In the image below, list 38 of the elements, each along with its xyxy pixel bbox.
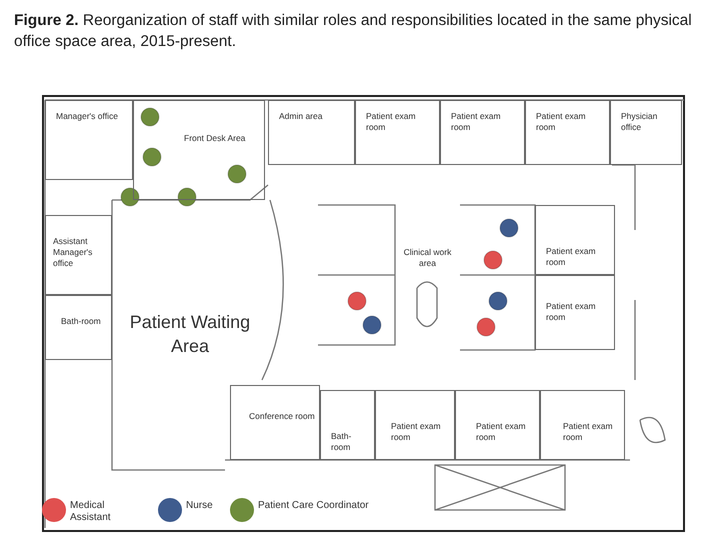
room-label: Assistant Manager's office [53,236,94,269]
room [525,100,610,165]
room-label: Bath-room [331,431,352,453]
room [45,295,112,360]
room [268,100,355,165]
room-label: Patient exam room [451,111,502,133]
room [440,100,525,165]
room [535,205,615,275]
room-label: Bath-room [61,316,102,327]
room [610,100,682,165]
figure-caption: Figure 2. Reorganization of staff with similar roles and responsibilities located in the same physical office space area, 2015-present. [14,11,693,52]
room-label: Front Desk Area [184,133,246,144]
room [45,215,112,295]
room-label: Patient Waiting Area [128,311,252,358]
room-label: Patient exam room [546,246,597,268]
room-label: Admin area [279,111,324,122]
room [45,100,133,180]
legend-label: Patient Care Coordinator [258,500,370,512]
room [375,390,455,460]
legend-label: Nurse [186,500,214,512]
room [230,385,320,460]
room-label: Conference room [249,411,315,422]
room-label: Patient exam room [366,111,417,133]
room-label: Patient exam room [536,111,587,133]
legend-label: Medical Assistant [70,500,112,524]
room [355,100,440,165]
room [535,275,615,350]
room-label: Physician office [621,111,658,133]
room-label: Patient exam room [391,421,442,443]
room-label: Patient exam room [476,421,527,443]
room [455,390,540,460]
room [133,100,265,200]
room-label: Patient exam room [563,421,614,443]
room-label: Patient exam room [546,301,597,323]
room [320,390,375,460]
room [540,390,625,460]
room-label: Manager's office [56,111,119,122]
room-label: Clinical work area [402,247,452,269]
